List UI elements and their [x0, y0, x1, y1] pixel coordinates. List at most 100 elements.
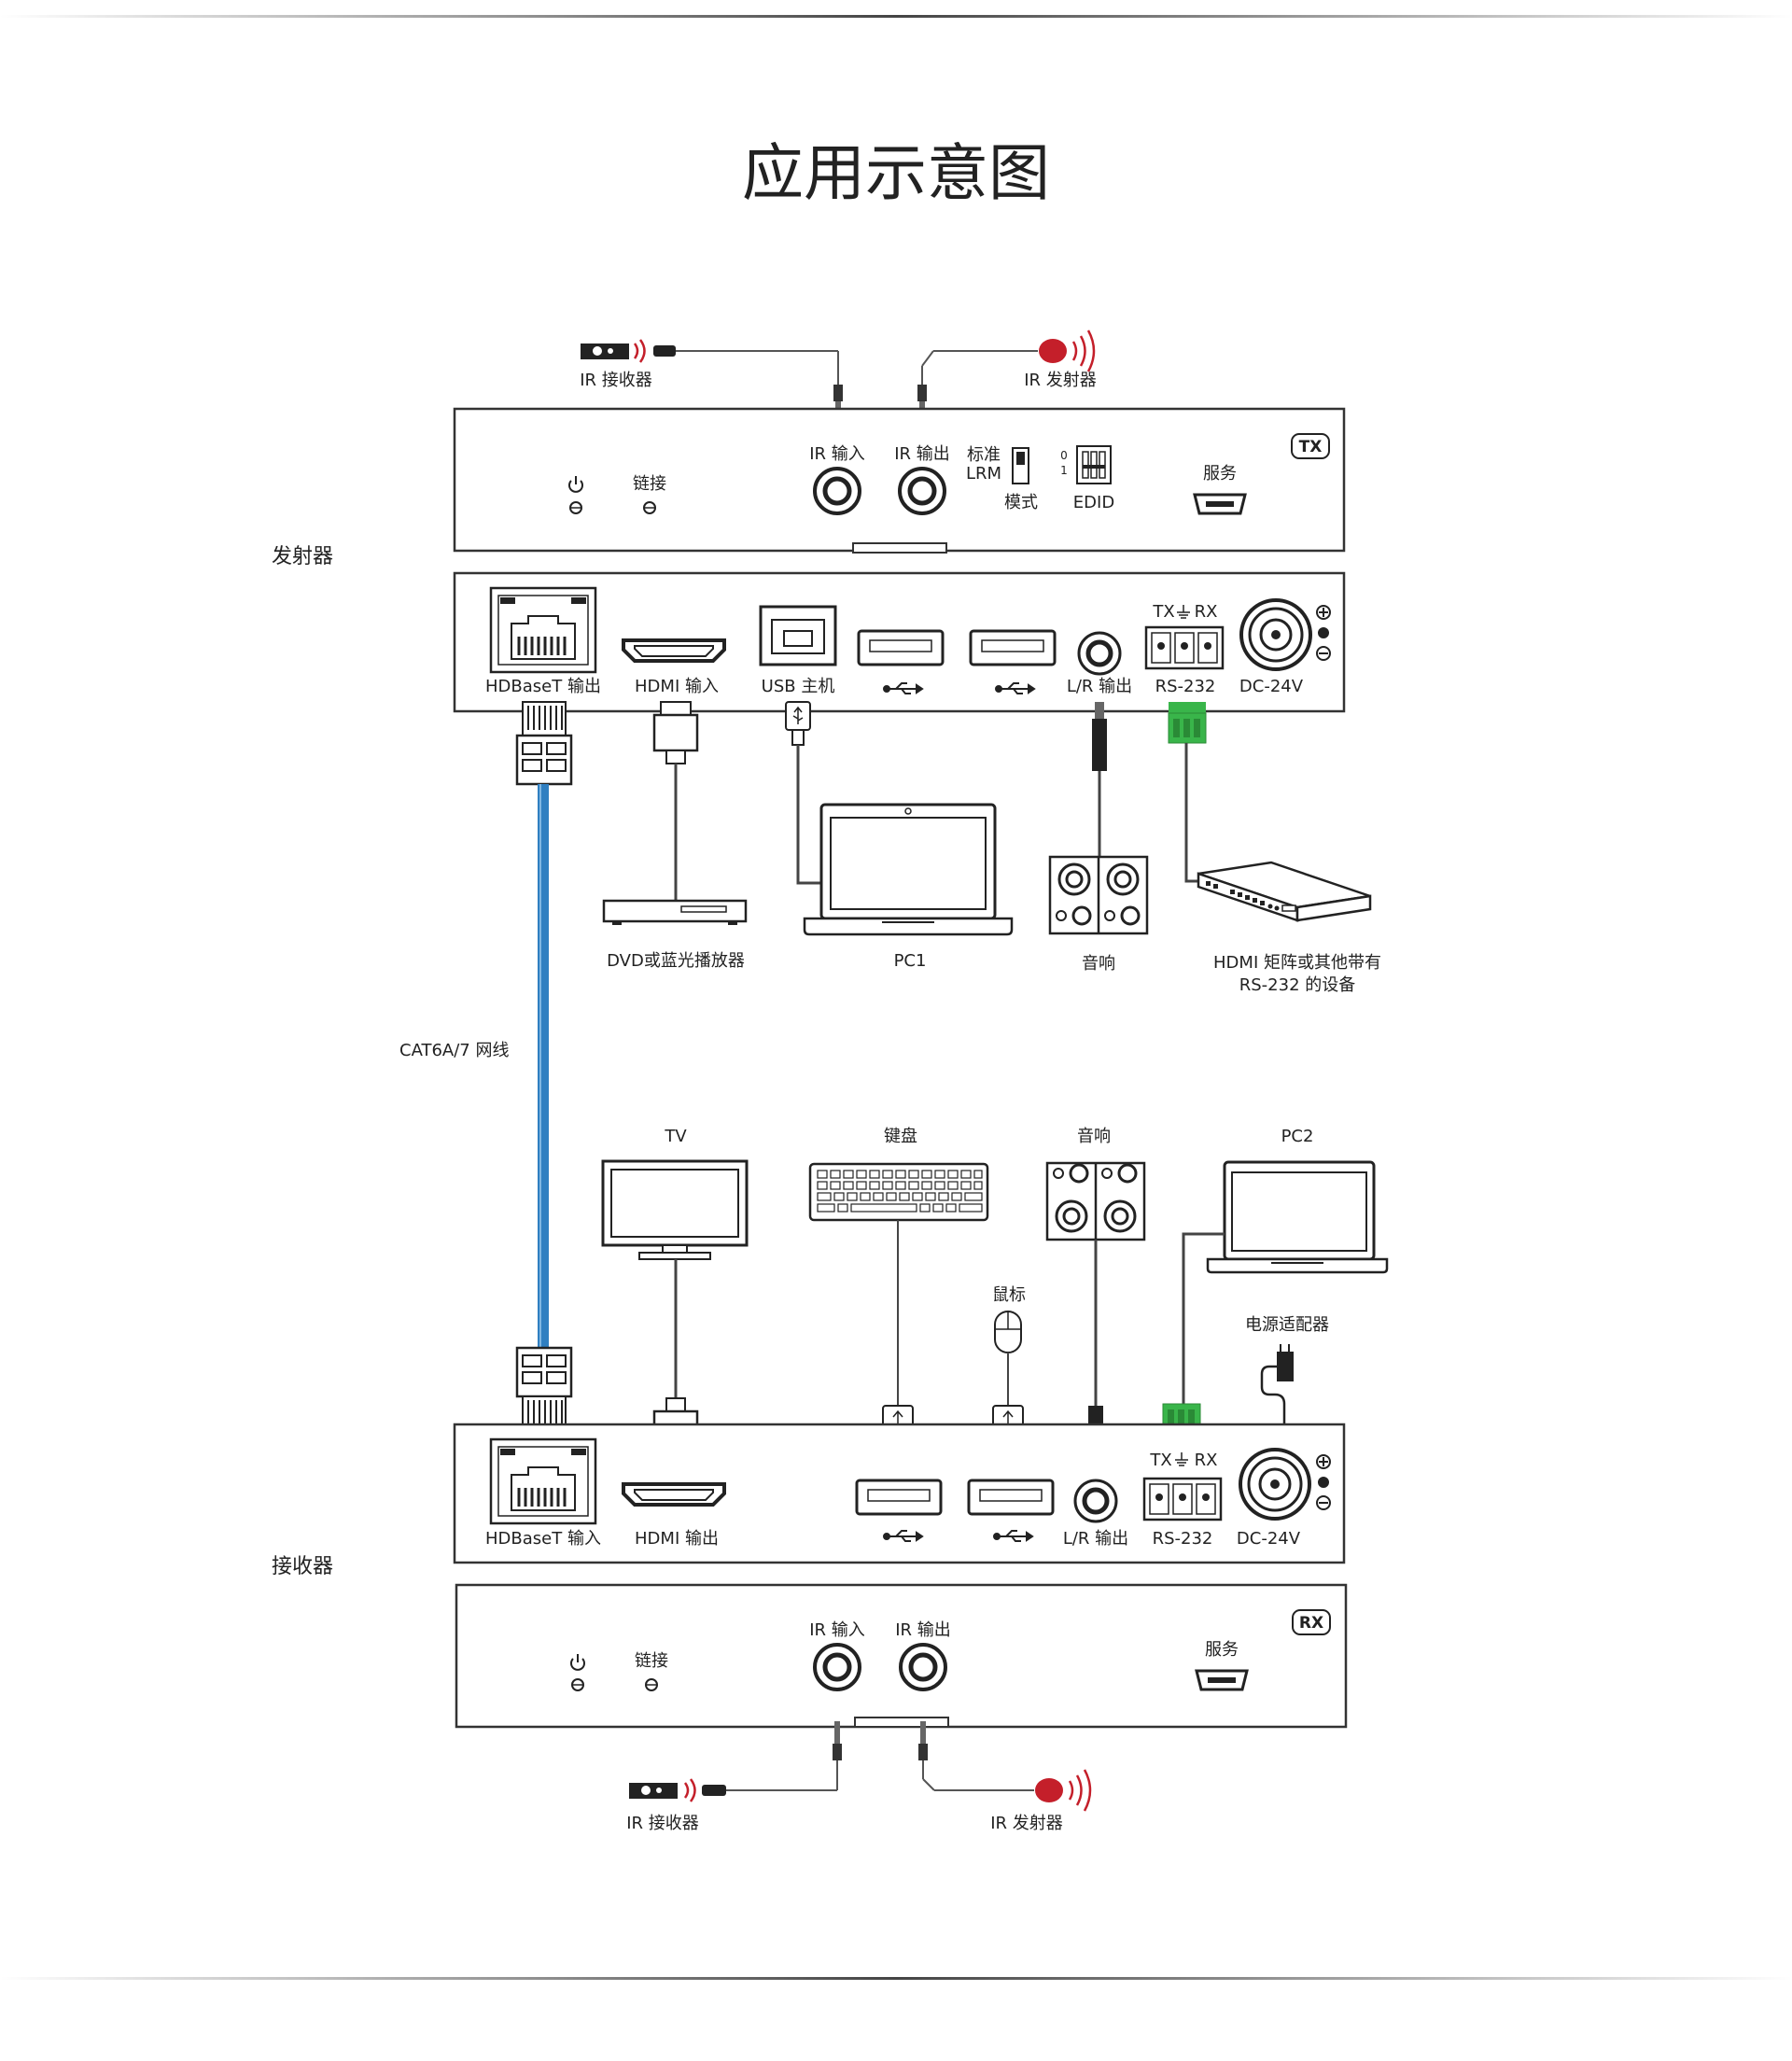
mouse-label: 鼠标: [992, 1285, 1026, 1305]
tx-usb-a-port-2[interactable]: [969, 629, 1057, 666]
page-title: 应用示意图: [742, 137, 1050, 209]
rx-rj-green: Green: [572, 1450, 586, 1455]
tx-lr-audio-port[interactable]: [1077, 631, 1122, 676]
rx-usb-a-port-2[interactable]: [967, 1479, 1055, 1516]
tx-dc-label: DC-24V: [1239, 677, 1304, 696]
tx-polarity-icon: [1316, 605, 1331, 661]
tx-speakers-icon: [1048, 855, 1149, 935]
tx-dip-0: 0: [1060, 449, 1068, 462]
pc2-label: PC2: [1281, 1127, 1314, 1146]
tx-edid-dip-switch[interactable]: [1076, 445, 1112, 484]
rx-polarity-icon: [1316, 1454, 1331, 1510]
rx-hdbaset-label: HDBaseT 输入: [485, 1529, 601, 1549]
tx-rs232-tx: TX: [1152, 602, 1174, 622]
rx-ir-receiver: [629, 1760, 838, 1802]
tx-hdmi-port[interactable]: [622, 638, 726, 663]
rx-ir-plugs: [833, 1721, 928, 1760]
tx-ir-receiver-label: IR 接收器: [580, 371, 652, 390]
rx-ir-in-label: IR 输入: [809, 1620, 865, 1640]
tx-ir-emitter-label: IR 发射器: [1024, 371, 1097, 390]
tx-rs232-label: RS-232: [1155, 677, 1216, 696]
top-rule: [0, 15, 1792, 18]
tx-hdbaset-label: HDBaseT 输出: [485, 677, 601, 696]
tx-dip-1: 1: [1060, 464, 1068, 477]
rx-ir-emitter: [922, 1760, 1092, 1812]
tx-ir-emitter: [921, 329, 1096, 385]
tv-label: TV: [664, 1127, 687, 1146]
tx-mode-standard-label: 标准: [967, 445, 1001, 465]
tx-mode-switch[interactable]: [1012, 447, 1029, 484]
matrix-label-line2: RS-232 的设备: [1239, 975, 1356, 995]
rx-hdbaset-port[interactable]: [489, 1437, 597, 1525]
tx-usb-cable: [785, 701, 826, 885]
tx-mode-lrm-label: LRM: [966, 464, 1001, 484]
pc1-laptop-icon: [803, 803, 1014, 936]
tx-usb-a-port-1[interactable]: [857, 629, 945, 666]
tx-usb-host-label: USB 主机: [762, 677, 835, 696]
receiver-label: 接收器: [272, 1555, 333, 1578]
tx-ground-icon: [1177, 605, 1190, 619]
pc1-label: PC1: [894, 951, 927, 971]
mouse-icon: [994, 1311, 1022, 1353]
tx-speakers-label: 音响: [1082, 954, 1115, 974]
rx-rs232-label: RS-232: [1153, 1529, 1213, 1549]
tx-hdmi-cable: [652, 701, 699, 901]
rx-hdmi-port[interactable]: [622, 1482, 726, 1507]
tx-mode-label: 模式: [1004, 493, 1038, 512]
dvd-player-icon: [602, 899, 748, 925]
tx-ir-in-label: IR 输入: [809, 444, 865, 464]
rx-service-port[interactable]: [1195, 1669, 1249, 1691]
pc2-laptop-icon: [1206, 1160, 1389, 1274]
rx-ir-in-jack[interactable]: [813, 1643, 861, 1691]
rx-lr-label: L/R 输出: [1063, 1529, 1128, 1549]
tx-usb-host-port[interactable]: [759, 605, 837, 666]
tx-hdbaset-port[interactable]: [489, 586, 597, 674]
rx-power-icon: [570, 1654, 585, 1691]
rx-rs232-tx: TX: [1149, 1451, 1171, 1470]
tx-link-label: 链接: [633, 474, 666, 494]
transmitter-label: 发射器: [272, 545, 333, 568]
rx-ground-icon: [1175, 1452, 1188, 1466]
tx-rs232-port[interactable]: [1144, 625, 1225, 670]
dvd-label: DVD或蓝光播放器: [607, 951, 745, 971]
rx-dc-label: DC-24V: [1237, 1529, 1301, 1549]
rx-ir-emitter-label: IR 发射器: [990, 1814, 1063, 1833]
tx-rj45-plug: [515, 701, 573, 786]
tx-ir-receiver: [581, 339, 839, 385]
rx-rs232-port[interactable]: [1142, 1477, 1223, 1521]
rx-rs232-rx: RX: [1195, 1451, 1218, 1470]
tv-icon: [601, 1159, 749, 1260]
tx-hdmi-label: HDMI 输入: [635, 677, 719, 696]
tx-usb-icon-1: [883, 682, 924, 694]
tx-ir-out-label: IR 输出: [894, 444, 950, 464]
tx-service-port[interactable]: [1193, 493, 1247, 515]
rx-link-label: 链接: [635, 1651, 668, 1671]
rx-lr-audio-port[interactable]: [1073, 1479, 1118, 1523]
tx-ir-out-jack[interactable]: [898, 467, 946, 515]
tx-power-icon: [568, 476, 583, 514]
rx-front-panel: [455, 1583, 1348, 1729]
tx-rs232-terminal: [1168, 702, 1207, 883]
rx-ir-receiver-label: IR 接收器: [626, 1814, 699, 1833]
cat-cable: [538, 784, 549, 1348]
tx-ir-in-jack[interactable]: [813, 467, 861, 515]
rx-rj-yellow: Yellow: [500, 1450, 515, 1455]
rx-usb-a-port-1[interactable]: [855, 1479, 943, 1516]
rx-badge: [1292, 1609, 1331, 1635]
rx-dc-port[interactable]: [1239, 1448, 1311, 1521]
rx-rj45-plug: [515, 1346, 573, 1431]
rx-link-led: [645, 1678, 658, 1691]
rx-ir-out-label: IR 输出: [895, 1620, 951, 1640]
rx-usb-icon-1: [883, 1530, 924, 1542]
tx-badge-text: TX: [1299, 438, 1323, 456]
tx-edid-label: EDID: [1073, 493, 1114, 512]
tx-audio-cable: [1092, 702, 1107, 857]
tx-dc-port[interactable]: [1239, 598, 1312, 671]
keyboard-label: 键盘: [884, 1127, 917, 1146]
cable-label: CAT6A/7 网线: [399, 1041, 509, 1060]
rx-ir-out-jack[interactable]: [899, 1643, 947, 1691]
keyboard-icon: [808, 1162, 989, 1222]
rx-speakers-label: 音响: [1077, 1127, 1111, 1146]
rx-service-label: 服务: [1205, 1640, 1239, 1660]
